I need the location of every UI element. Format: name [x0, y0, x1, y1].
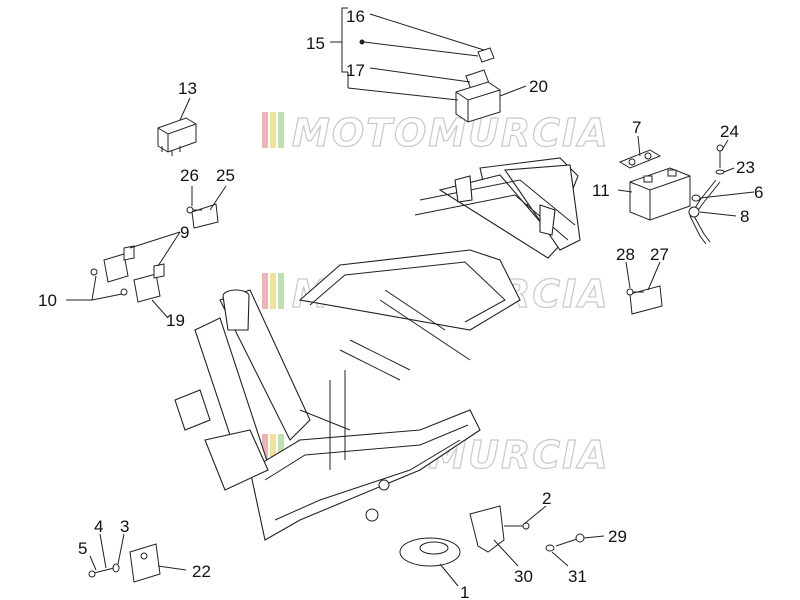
- part-8-cable: [688, 179, 721, 245]
- callout-8: 8: [740, 207, 749, 226]
- callout-17: 17: [346, 61, 365, 80]
- callout-numbers: 16 15 17 20 13 7 24 23 11 6 8 26 25 9 10…: [38, 7, 763, 600]
- callout-1: 1: [460, 583, 469, 600]
- part-31-washer: [545, 544, 555, 552]
- part-23-washer: [715, 169, 725, 175]
- part-20-fuse-box: [455, 81, 501, 123]
- chassis-frame: [174, 157, 581, 541]
- callout-26: 26: [180, 166, 199, 185]
- part-27-bracket: [629, 285, 663, 315]
- part-24-bolt: [716, 144, 724, 168]
- callout-9: 9: [180, 223, 189, 242]
- callout-23: 23: [736, 158, 755, 177]
- callout-10: 10: [38, 291, 57, 310]
- part-25-bracket: [191, 203, 219, 229]
- part-2-bolt: [504, 522, 530, 530]
- callout-7: 7: [632, 118, 641, 137]
- part-1-horn: [399, 537, 461, 567]
- watermark-top: MOTOMURCIA: [262, 110, 610, 156]
- callout-19: 19: [166, 311, 185, 330]
- callout-28: 28: [616, 245, 635, 264]
- callout-22: 22: [192, 562, 211, 581]
- callout-16: 16: [346, 7, 365, 26]
- part-19-relay-left: [103, 245, 135, 283]
- part-19-relay-right: [133, 263, 165, 303]
- part-10-screws: [90, 268, 128, 296]
- part-11-battery: [629, 167, 691, 221]
- callout-11: 11: [592, 181, 610, 200]
- callout-20: 20: [529, 77, 548, 96]
- callout-31: 31: [568, 567, 587, 586]
- part-4-5-screw: [88, 567, 115, 578]
- callout-24: 24: [720, 122, 739, 141]
- callout-6: 6: [754, 183, 763, 202]
- part-6-washer: [691, 194, 701, 202]
- part-3-washer: [112, 563, 120, 573]
- callout-27: 27: [650, 245, 669, 264]
- part-16-fuse: [477, 47, 495, 63]
- part-7-battery-strap: [618, 149, 662, 169]
- callout-4: 4: [94, 517, 103, 536]
- callout-2: 2: [542, 489, 551, 508]
- part-30-horn-bracket: [469, 505, 505, 553]
- callout-29: 29: [608, 527, 627, 546]
- leader-lines: [66, 7, 755, 587]
- part-13-relay: [157, 117, 197, 156]
- callout-15: 15: [306, 34, 325, 53]
- part-22-clip: [129, 543, 161, 583]
- watermark-text: MOTOMURCIA: [292, 111, 610, 155]
- part-29-bolt: [555, 533, 585, 547]
- part-28-screw: [626, 288, 644, 296]
- callout-25: 25: [216, 166, 235, 185]
- part-26-screw: [186, 206, 202, 214]
- callout-30: 30: [514, 567, 533, 586]
- callout-13: 13: [178, 79, 197, 98]
- callout-3: 3: [120, 517, 129, 536]
- callout-5: 5: [78, 539, 87, 558]
